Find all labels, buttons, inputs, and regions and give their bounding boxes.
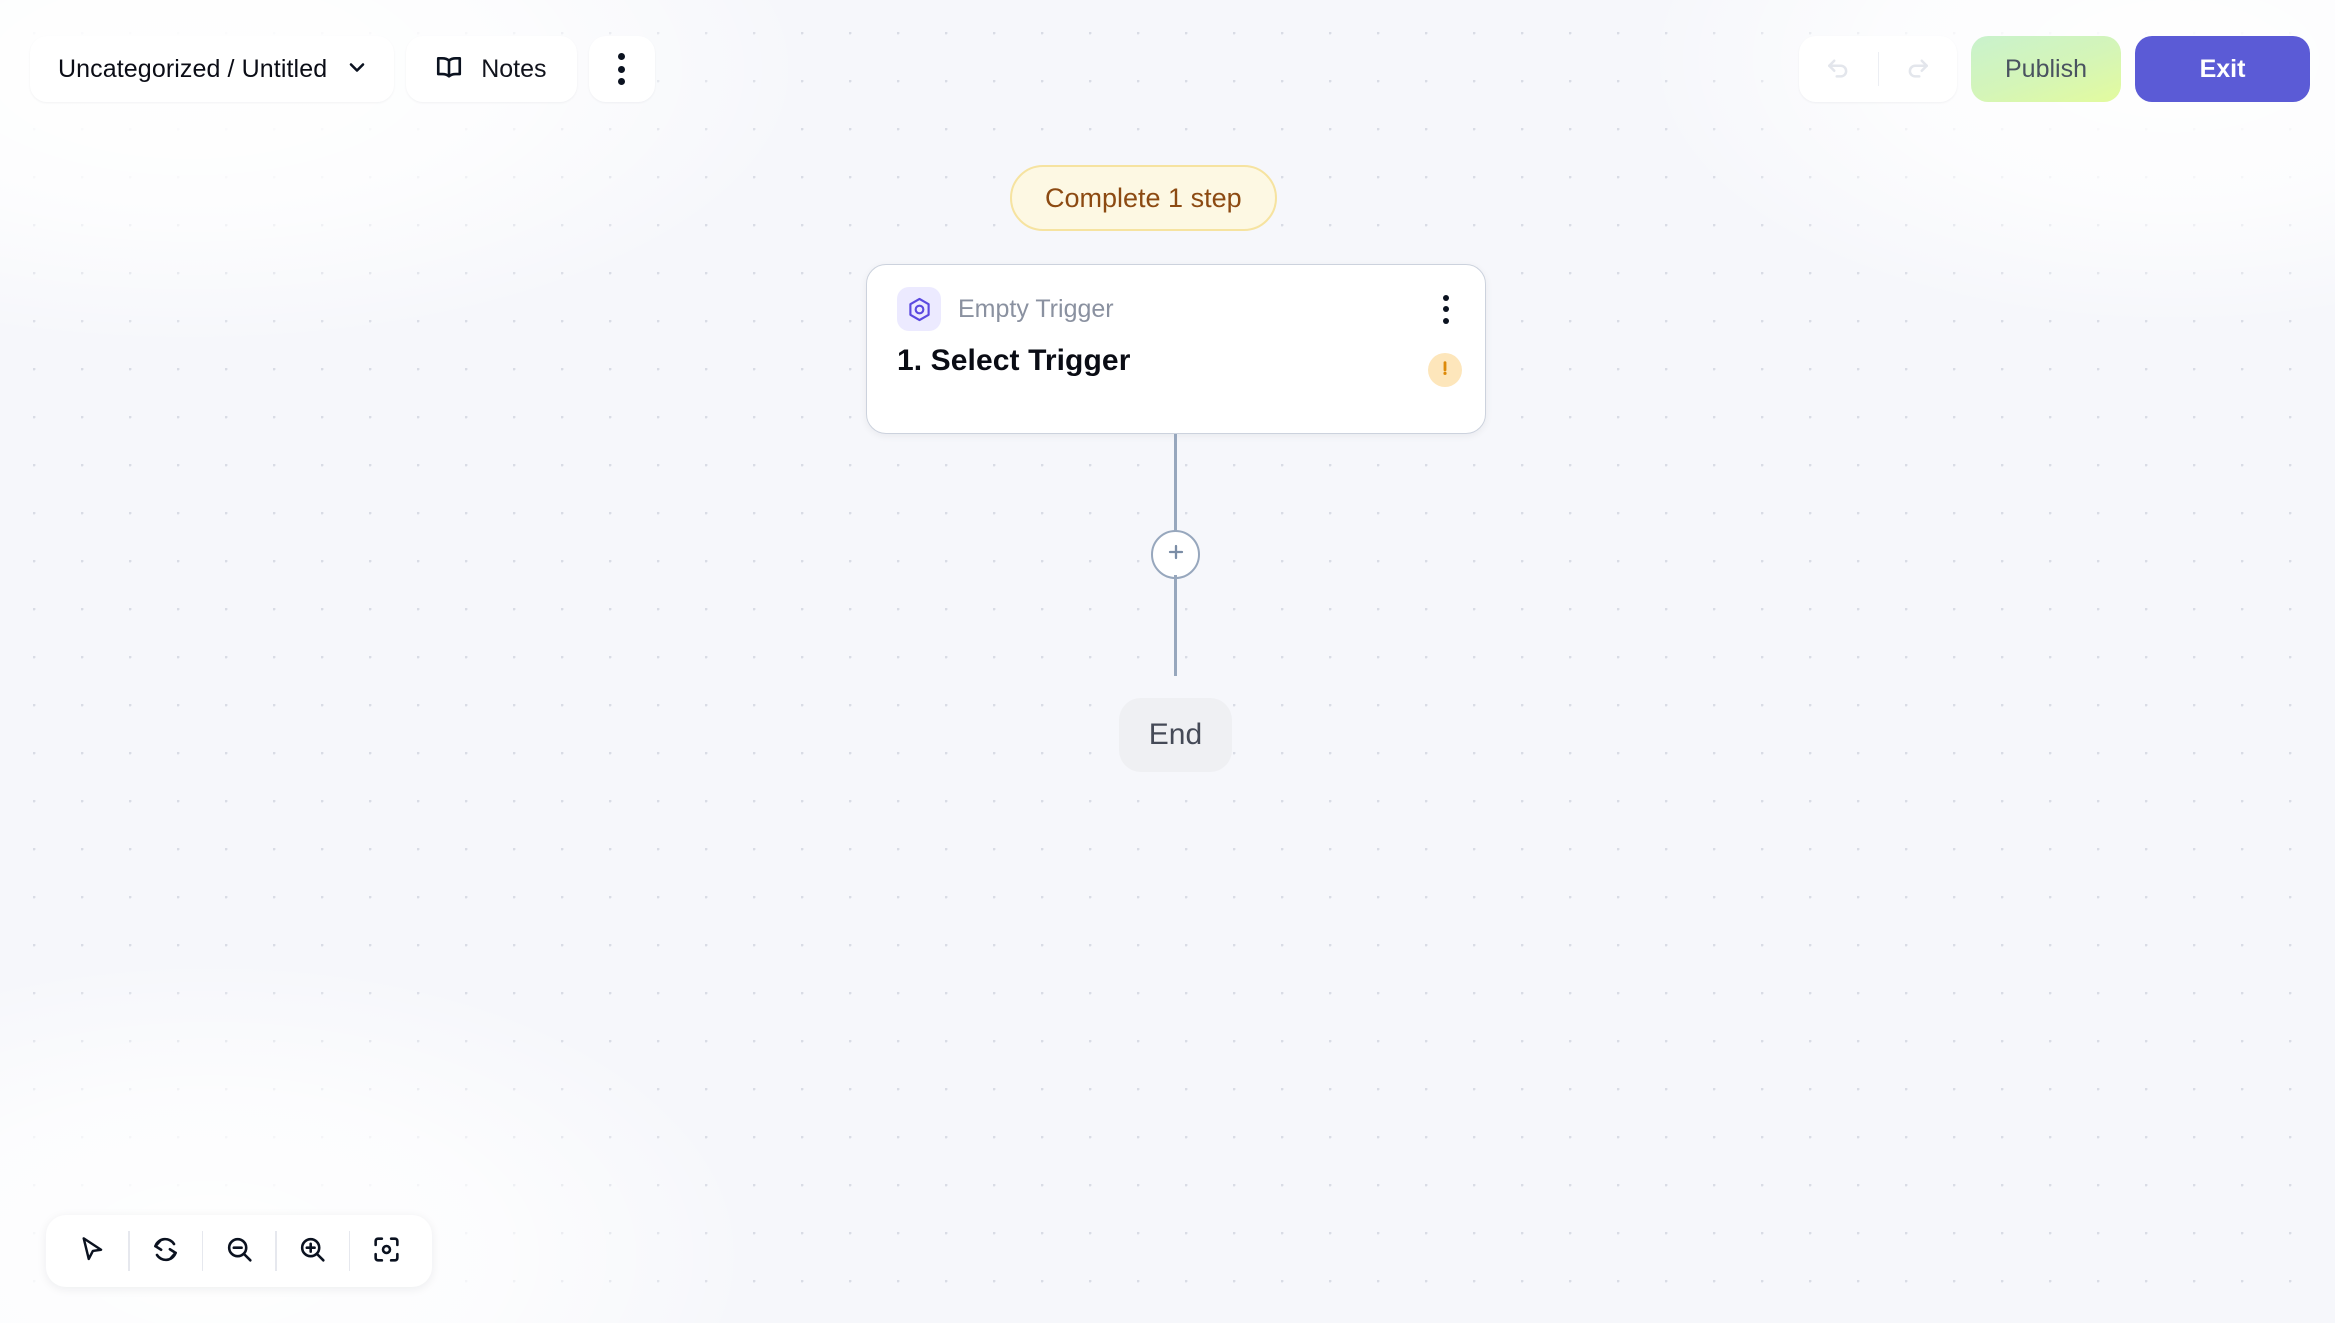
end-node[interactable]: End <box>1119 698 1232 772</box>
notes-button[interactable]: Notes <box>406 36 577 102</box>
add-step-button[interactable] <box>1151 530 1200 579</box>
zoom-out-tool-button[interactable] <box>203 1215 275 1287</box>
trigger-node-warning-badge[interactable] <box>1428 353 1462 387</box>
exit-button[interactable]: Exit <box>2135 36 2310 102</box>
zoom-in-tool-button[interactable] <box>277 1215 349 1287</box>
undo-arrow-icon <box>1823 52 1853 87</box>
select-tool-button[interactable] <box>56 1215 128 1287</box>
plus-icon <box>1164 540 1188 569</box>
alert-exclamation-icon <box>1435 358 1455 383</box>
redo-button[interactable] <box>1879 36 1958 102</box>
breadcrumb-label: Uncategorized / Untitled <box>58 54 328 83</box>
canvas-toolbar <box>46 1215 432 1287</box>
redo-arrow-icon <box>1903 52 1933 87</box>
edge-trigger-to-add <box>1174 434 1177 540</box>
trigger-node-title: 1. Select Trigger <box>897 344 1131 377</box>
reset-tool-button[interactable] <box>130 1215 202 1287</box>
zoom-out-icon <box>224 1234 255 1268</box>
fit-view-tool-button[interactable] <box>350 1215 422 1287</box>
zoom-in-icon <box>297 1234 328 1268</box>
book-open-icon <box>434 52 464 87</box>
trigger-node-card[interactable]: Empty Trigger 1. Select Trigger <box>866 264 1486 434</box>
undo-button[interactable] <box>1799 36 1878 102</box>
hexagon-target-icon <box>897 287 941 331</box>
trigger-node-menu-button[interactable] <box>1430 290 1462 328</box>
dots-vertical-icon <box>618 53 626 85</box>
trigger-node-header: Empty Trigger <box>897 287 1114 331</box>
topbar-right-group: Publish Exit <box>1799 36 2310 102</box>
more-options-button[interactable] <box>588 36 655 102</box>
edge-add-to-end <box>1174 575 1177 676</box>
publish-button[interactable]: Publish <box>1971 36 2121 102</box>
focus-frame-icon <box>371 1234 402 1268</box>
cursor-arrow-icon <box>77 1234 108 1268</box>
refresh-icon <box>150 1234 181 1268</box>
chevron-down-icon <box>345 55 369 84</box>
notes-label: Notes <box>481 54 547 83</box>
breadcrumb-dropdown[interactable]: Uncategorized / Untitled <box>30 36 395 102</box>
history-controls <box>1799 36 1957 102</box>
trigger-node-subtitle: Empty Trigger <box>958 294 1114 323</box>
topbar-left-group: Uncategorized / Untitled Notes <box>30 36 655 102</box>
dots-vertical-icon <box>1443 294 1449 324</box>
status-badge[interactable]: Complete 1 step <box>1010 165 1277 231</box>
